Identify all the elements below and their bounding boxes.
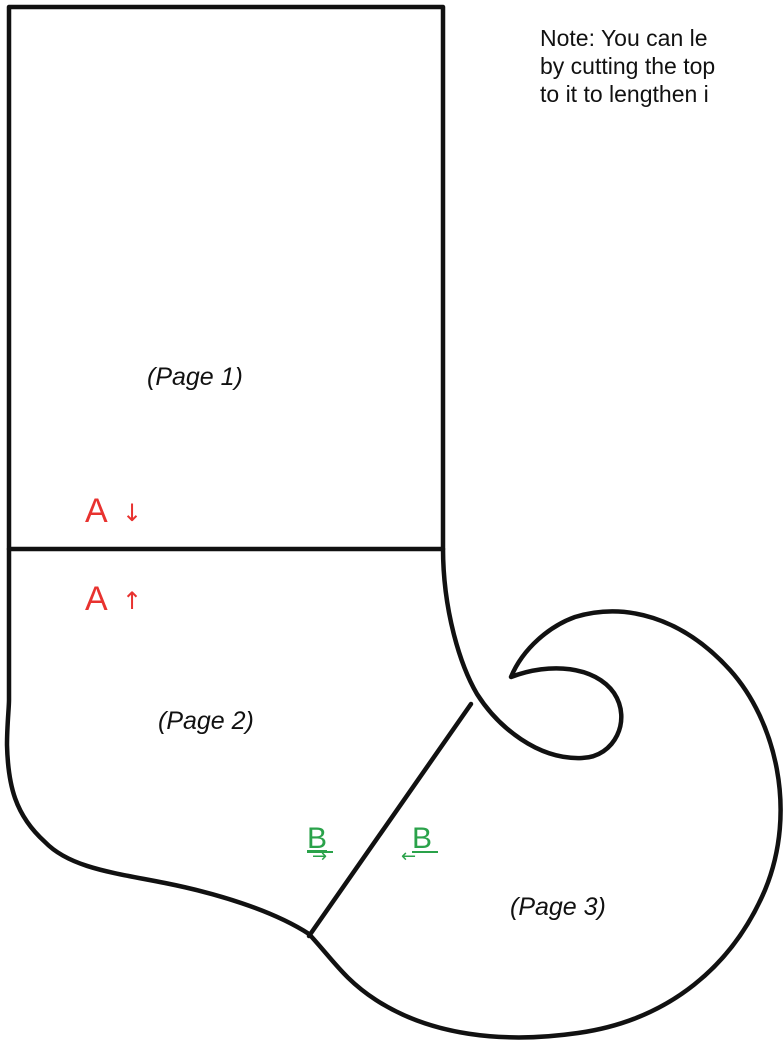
note-line-2: by cutting the top bbox=[540, 53, 715, 79]
note-line-3: to it to lengthen i bbox=[540, 81, 709, 107]
mark-b-right-arrow-left-icon: ← bbox=[401, 846, 416, 867]
page-2-label: (Page 2) bbox=[158, 707, 254, 735]
mark-a-top-letter: A bbox=[85, 492, 108, 530]
mark-a-bottom-letter: A bbox=[85, 580, 108, 618]
note-line-1: Note: You can le bbox=[540, 25, 708, 51]
page-3-label: (Page 3) bbox=[510, 893, 606, 921]
mark-b-left-arrow-right-icon: → bbox=[312, 846, 327, 867]
mark-b-right-letter: B bbox=[412, 822, 432, 855]
cut-line-b bbox=[306, 701, 474, 939]
mark-a-top-arrow-down-icon: ↓ bbox=[122, 499, 142, 527]
stocking-outline bbox=[4, 4, 783, 1040]
mark-b-left-letter: B bbox=[307, 822, 327, 855]
page-1-label: (Page 1) bbox=[147, 363, 243, 391]
mark-a-bottom-arrow-up-icon: ↑ bbox=[122, 587, 142, 615]
